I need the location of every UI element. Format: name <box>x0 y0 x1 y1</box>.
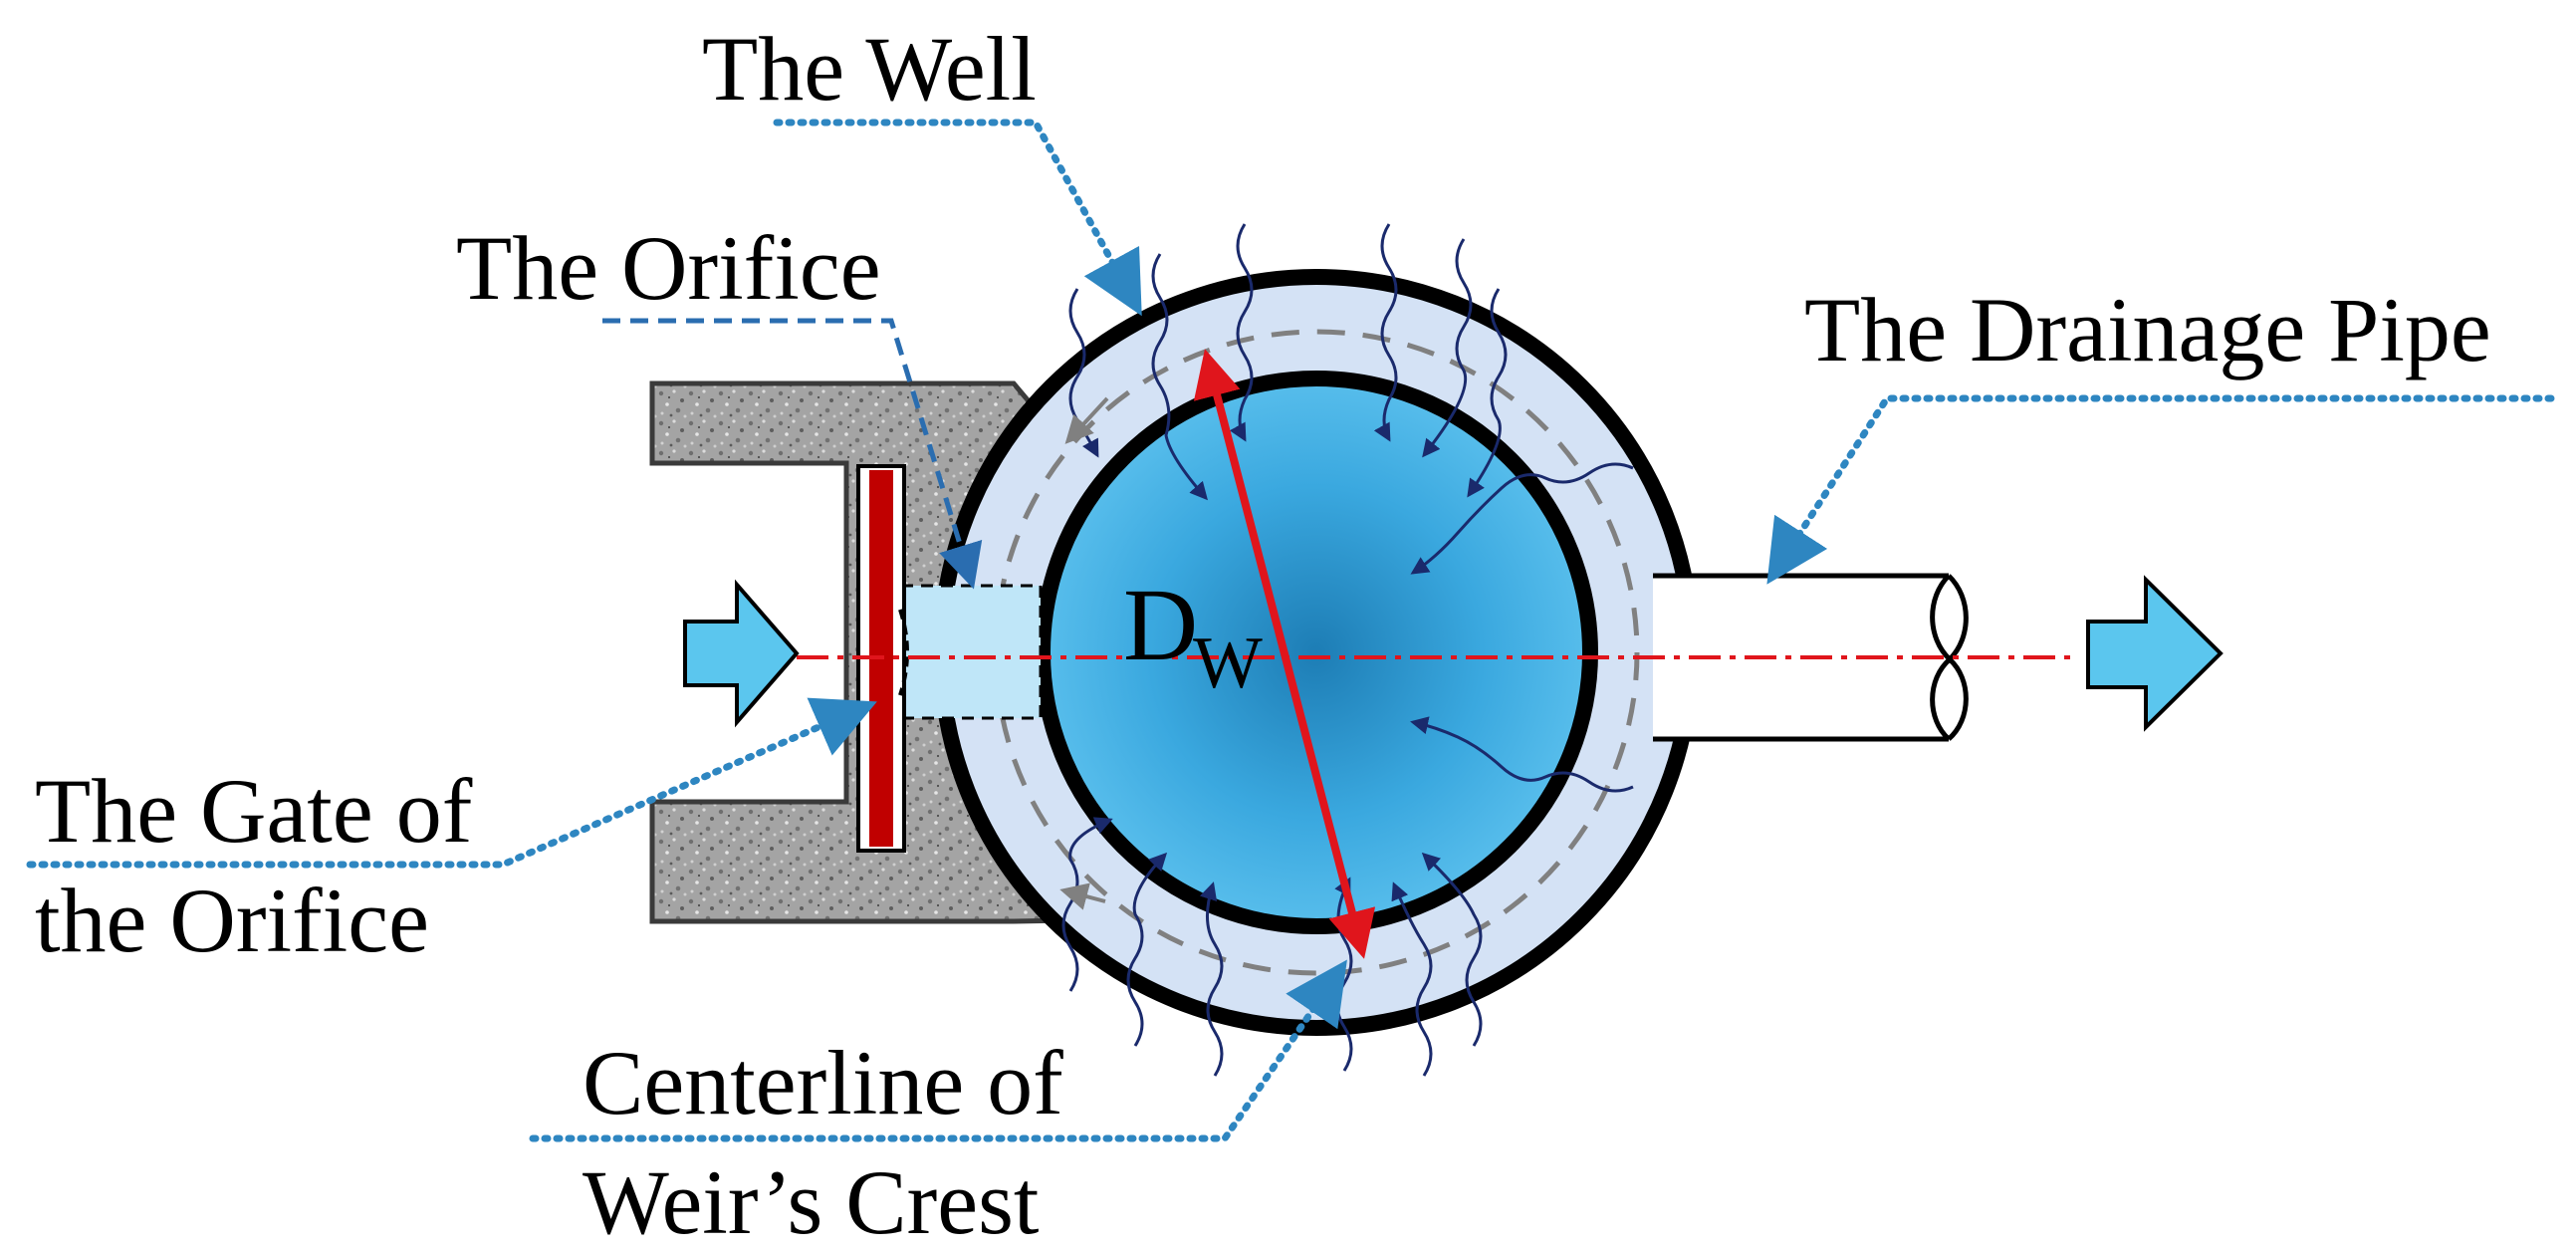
gate-label-line2: the Orifice <box>35 870 429 971</box>
crest-label-line2: Weir’s Crest <box>583 1151 1040 1253</box>
diameter-arrow <box>1193 349 1376 959</box>
inflow-arrow-icon <box>683 579 800 728</box>
drainage-pipe-label: The Drainage Pipe <box>1804 279 2491 380</box>
diameter-label-sub: W <box>1193 623 1263 704</box>
diameter-label: D <box>1123 568 1198 682</box>
crest-leader-line <box>529 959 1347 1142</box>
orifice-opening <box>899 584 1043 720</box>
gate-leader-line <box>26 697 877 869</box>
orifice-label: The Orifice <box>456 217 881 319</box>
orifice-leader-line <box>602 318 983 590</box>
diameter-subscript: W <box>1193 623 1263 704</box>
weir-crest-centerline <box>993 329 1640 976</box>
weir-crest-arrows <box>1059 396 1109 910</box>
diameter-label-main: D <box>1123 568 1198 682</box>
outflow-arrow-icon <box>2086 575 2224 732</box>
crest-label-line1: Centerline of <box>583 1032 1063 1133</box>
well-leader-line <box>773 119 1142 317</box>
drainage-pipe-leader-line <box>1766 394 2555 585</box>
gate-label-line1: The Gate of <box>35 760 473 862</box>
well-label: The Well <box>702 18 1037 120</box>
